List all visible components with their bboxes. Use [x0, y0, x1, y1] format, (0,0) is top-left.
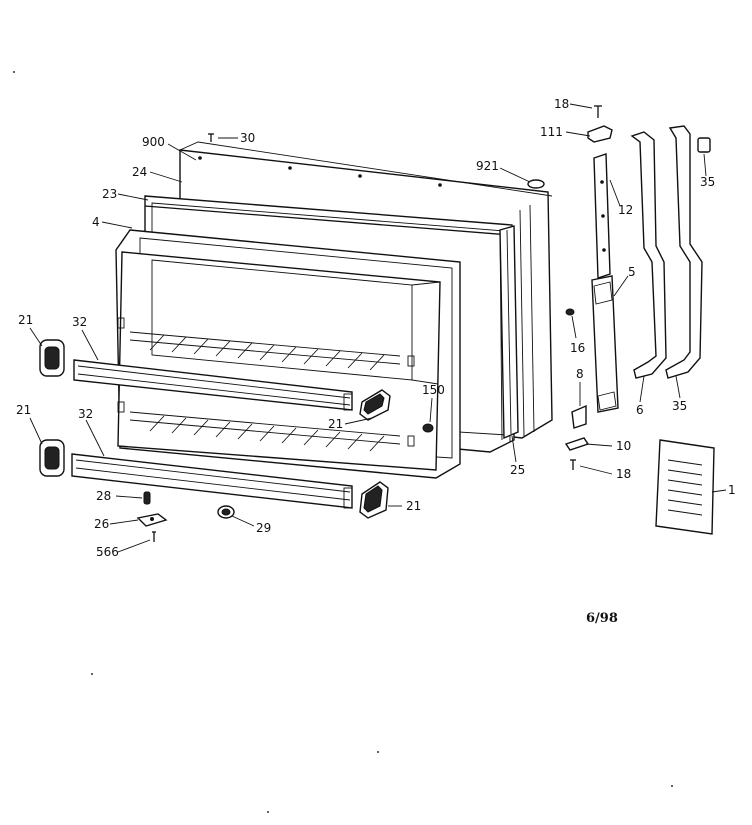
shelf-bar-lower — [71, 453, 353, 509]
screw-30 — [208, 133, 214, 142]
callout-10: 10 — [616, 439, 631, 453]
callout-111: 111 — [540, 125, 563, 139]
end-cap-left-upper — [39, 339, 65, 377]
spring-28 — [143, 491, 151, 505]
clip-8 — [571, 404, 587, 429]
callout-labels: 18 111 900 30 921 35 24 12 23 4 5 21 32 … — [16, 97, 736, 559]
callout-24: 24 — [132, 165, 147, 179]
door-stop — [422, 423, 434, 433]
upper-shelf-ribs — [129, 331, 401, 371]
callout-4: 4 — [92, 215, 100, 229]
callout-21-right-lower: 21 — [406, 499, 421, 513]
callout-29: 29 — [256, 521, 271, 535]
instruction-manual — [655, 439, 715, 535]
callout-32-upper: 32 — [72, 315, 87, 329]
handle-35 — [665, 125, 703, 379]
callout-8: 8 — [576, 367, 584, 381]
scan-specks — [13, 71, 673, 813]
hinge-pin-10 — [564, 437, 590, 451]
plug-button-921 — [527, 179, 545, 189]
handle-cap — [697, 137, 711, 153]
callout-566: 566 — [96, 545, 119, 559]
callout-12: 12 — [618, 203, 633, 217]
callout-16: 16 — [570, 341, 585, 355]
screw-18-bottom — [570, 459, 576, 470]
callout-21-right-upper: 21 — [328, 417, 343, 431]
callout-921: 921 — [476, 159, 499, 173]
callout-18-bottom: 18 — [616, 467, 631, 481]
grommet-29 — [217, 505, 235, 519]
callout-30: 30 — [240, 131, 255, 145]
lower-shelf-ribs — [129, 411, 401, 452]
callout-26: 26 — [94, 517, 109, 531]
leader-lines — [29, 103, 727, 553]
end-cap-right-lower — [359, 481, 389, 519]
callout-18-top: 18 — [554, 97, 569, 111]
handle-6 — [630, 131, 667, 379]
callout-28: 28 — [96, 489, 111, 503]
callout-23: 23 — [102, 187, 117, 201]
callout-21-left-lower: 21 — [16, 403, 31, 417]
callout-35-top: 35 — [700, 175, 715, 189]
callout-32-lower: 32 — [78, 407, 93, 421]
callout-5: 5 — [628, 265, 636, 279]
callout-21-left-upper: 21 — [18, 313, 33, 327]
revision-date: 6/98 — [586, 611, 618, 626]
callout-25: 25 — [510, 463, 525, 477]
callout-6: 6 — [636, 403, 644, 417]
shelf-bar-upper — [73, 359, 353, 411]
hinge-bracket-lower — [591, 275, 619, 413]
screw-16 — [565, 308, 575, 316]
door-liner — [115, 229, 461, 479]
hinge-bracket-upper — [593, 153, 611, 279]
screw-566 — [152, 531, 156, 542]
end-cap-right-upper — [359, 389, 391, 421]
end-cap-left-lower — [39, 439, 65, 477]
hinge-111 — [587, 125, 613, 143]
callout-900: 900 — [142, 135, 165, 149]
callout-35-bottom: 35 — [672, 399, 687, 413]
callout-150: 150 — [422, 383, 445, 397]
screw-18-top — [594, 105, 602, 118]
bracket-26 — [136, 513, 168, 527]
callout-1: 1 — [728, 483, 736, 497]
gasket-strip — [499, 225, 519, 440]
